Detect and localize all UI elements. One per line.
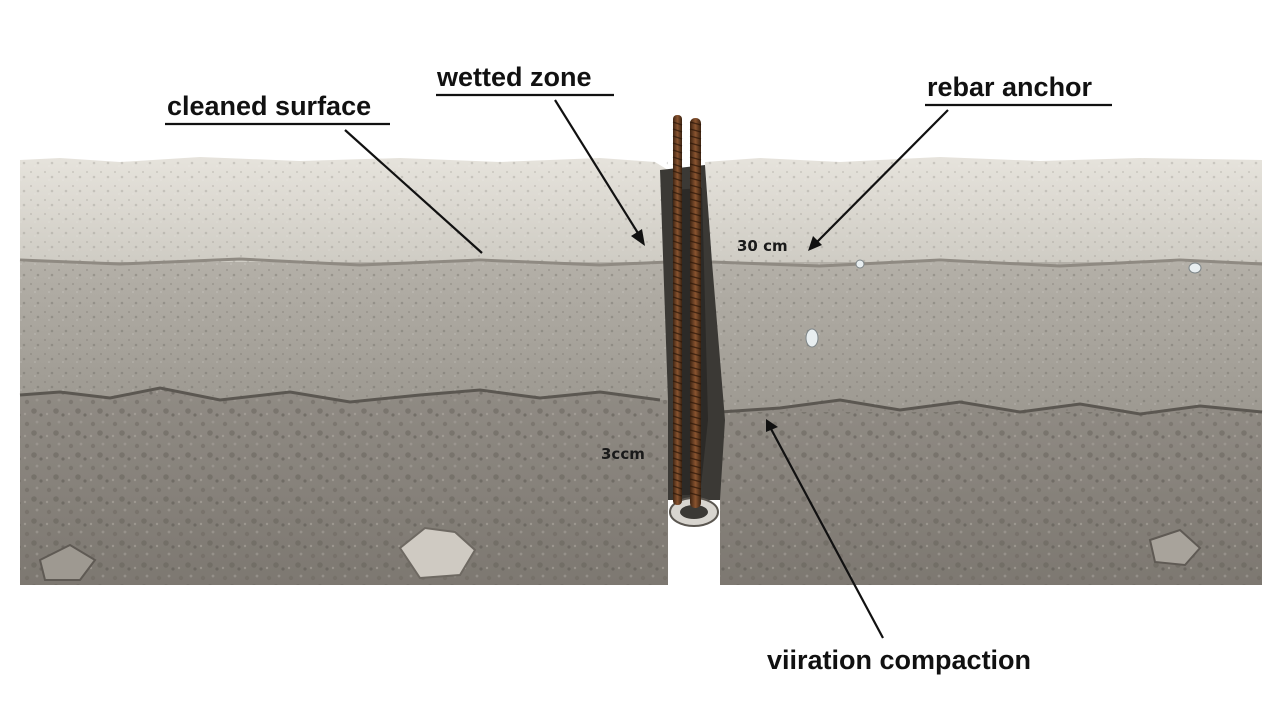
label-vibration-compaction: viiration compaction (767, 645, 1031, 675)
label-rebar-anchor: rebar anchor (927, 72, 1093, 102)
wetted-zone-arrowhead (631, 229, 645, 246)
rebar-left (673, 115, 682, 505)
arrowheads (631, 229, 822, 432)
dimension-depth-left: 3ccm (601, 445, 645, 463)
gravel-chunks (38, 526, 1202, 581)
vibration-compaction-leader (769, 426, 884, 639)
wetted-zone-leader (554, 99, 642, 239)
leader-lines (165, 93, 1112, 639)
vibration-compaction-arrowhead (766, 419, 778, 432)
left-slab (19, 157, 669, 585)
label-cleaned-surface: cleaned surface (167, 91, 371, 121)
right-slab (705, 157, 1263, 585)
rebar-anchor-arrowhead (808, 236, 822, 251)
cleaned-surface-leader (344, 129, 483, 254)
rebar-anchor-leader (814, 109, 949, 245)
dimension-depth-right: 30 cm (737, 237, 788, 255)
rebar-pair (672, 115, 702, 508)
label-wetted-zone: wetted zone (436, 62, 592, 92)
